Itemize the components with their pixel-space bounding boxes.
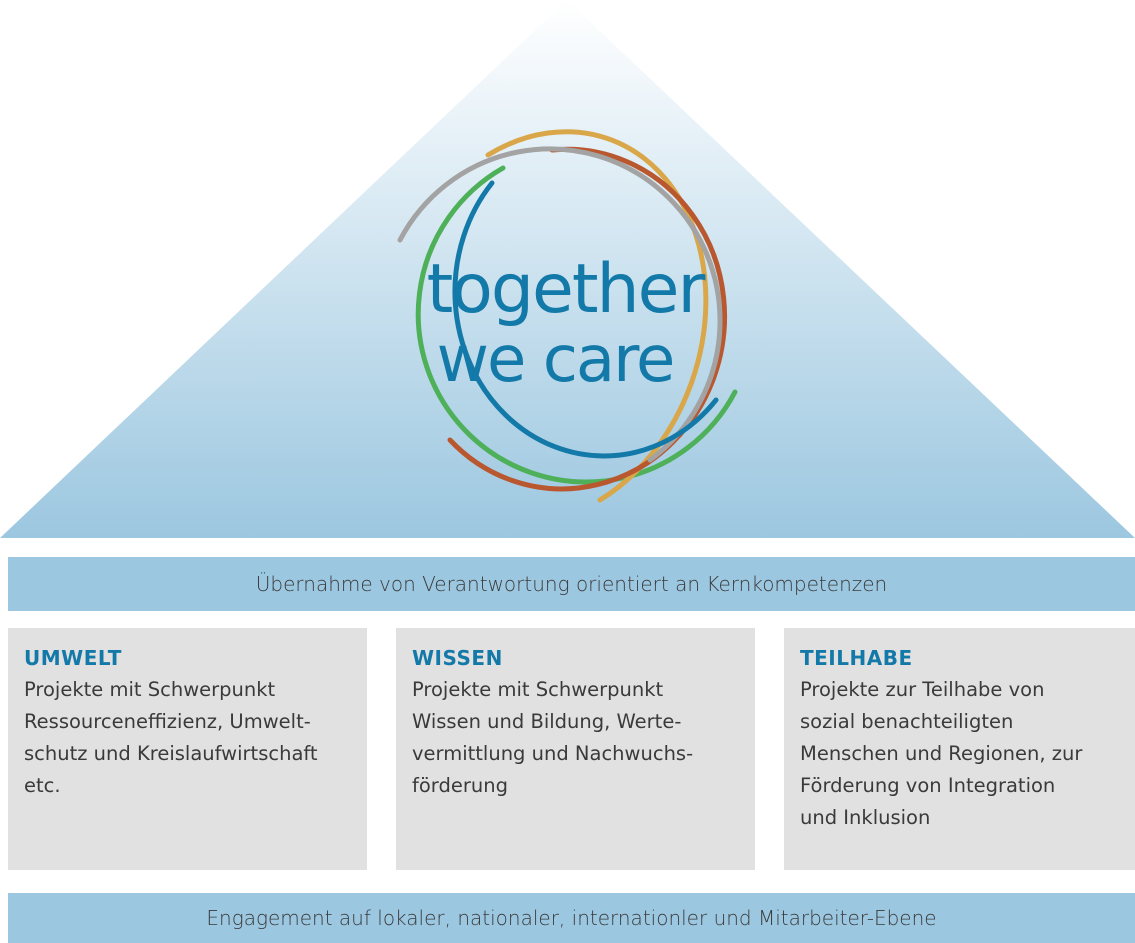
card-teilhabe-title: TEILHABE [800, 646, 913, 670]
card-teilhabe: TEILHABE Projekte zur Teilhabe von sozia… [784, 628, 1135, 870]
engagement-band: Engagement auf lokaler, nationaler, inte… [8, 893, 1135, 943]
card-teilhabe-text: Projekte zur Teilhabe von sozial benacht… [800, 678, 1083, 829]
card-umwelt: UMWELT Projekte mit Schwerpunkt Ressourc… [8, 628, 367, 870]
card-wissen: WISSEN Projekte mit Schwerpunkt Wissen u… [396, 628, 755, 870]
ring-blue [452, 180, 719, 459]
ring-rust [447, 146, 728, 492]
logo-text-we-care: we care [436, 323, 676, 397]
responsibility-band: Übernahme von Verantwortung orientiert a… [8, 557, 1135, 611]
card-wissen-title: WISSEN [412, 646, 503, 670]
ring-gray [397, 146, 723, 463]
logo-rings [397, 129, 738, 503]
card-umwelt-title: UMWELT [24, 646, 122, 670]
pyramid-shape [0, 0, 1135, 538]
ring-green [415, 165, 738, 485]
card-umwelt-text: Projekte mit Schwerpunkt Ressourceneffiz… [24, 678, 318, 797]
logo-text-together: together [426, 250, 706, 329]
pyramid-diagram [0, 0, 1135, 538]
card-wissen-text: Projekte mit Schwerpunkt Wissen und Bild… [412, 678, 694, 797]
